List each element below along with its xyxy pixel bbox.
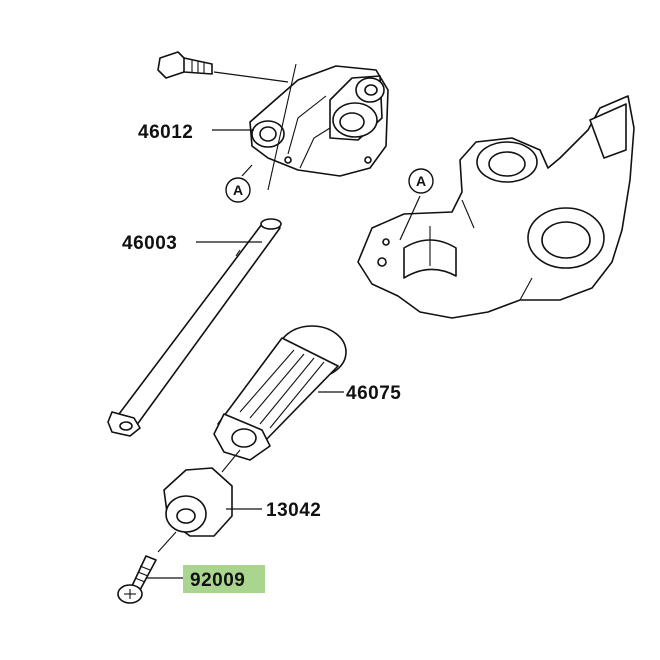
- part-label-bracket: 46012: [138, 122, 193, 143]
- reference-mark-a-right: A: [408, 168, 434, 194]
- reference-mark-label: A: [233, 182, 243, 198]
- bar-end-weight: [157, 467, 233, 553]
- part-label-grip: 46075: [346, 383, 401, 404]
- part-label-handlebar-tube: 46003: [122, 233, 177, 254]
- part-label-screw: 92009: [190, 570, 245, 591]
- clamp-bolt: [157, 51, 289, 83]
- handlebar-tube: [107, 218, 282, 437]
- grip: [213, 325, 347, 473]
- highlight-box: [183, 565, 265, 593]
- bracket: [249, 63, 389, 191]
- reference-mark-a-left: A: [225, 177, 251, 203]
- screw: [117, 555, 157, 604]
- reference-mark-label: A: [416, 173, 426, 189]
- triple-clamp: [357, 95, 635, 319]
- part-label-bar-end-weight: 13042: [266, 500, 321, 521]
- leader-lines: [146, 129, 421, 579]
